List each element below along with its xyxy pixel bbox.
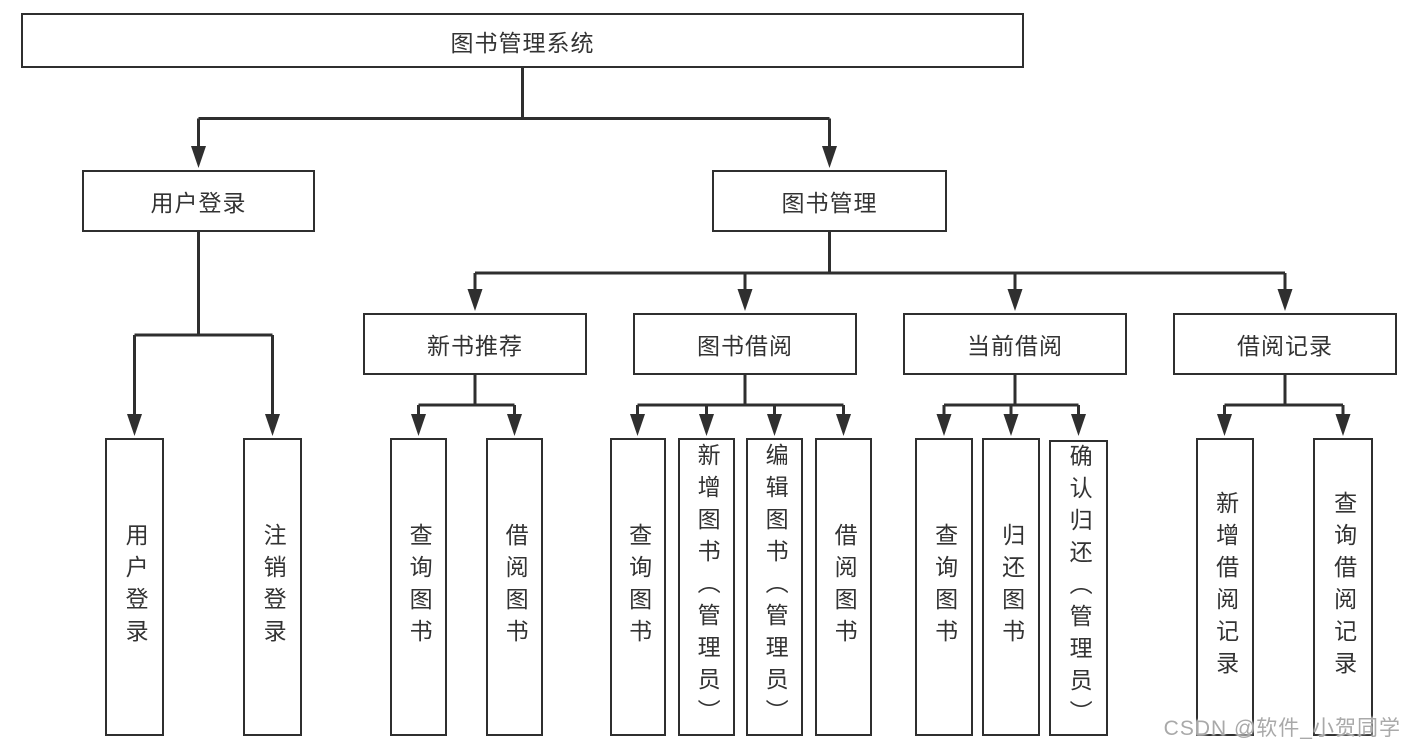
leaf-br-add-record-label: 新增借阅记录 [1212, 491, 1239, 683]
leaf-bb-edit-books-admin-label: 编辑图书（管理员） [762, 443, 789, 731]
node-user-login: 用户登录 [82, 170, 315, 232]
leaf-cb-query-books-label: 查询图书 [931, 523, 958, 651]
node-new-book-recommend-label: 新书推荐 [427, 333, 523, 359]
leaf-br-add-record: 新增借阅记录 [1196, 438, 1254, 736]
node-root-label: 图书管理系统 [450, 29, 595, 56]
leaf-cb-query-books: 查询图书 [915, 438, 973, 736]
node-book-management: 图书管理 [712, 170, 947, 232]
leaf-user-login: 用户登录 [105, 438, 164, 736]
leaf-nbr-borrow-books-label: 借阅图书 [502, 523, 529, 651]
leaf-bb-borrow-books-label: 借阅图书 [831, 523, 858, 651]
leaf-cb-return-books-label: 归还图书 [998, 523, 1025, 651]
leaf-br-query-record-label: 查询借阅记录 [1330, 491, 1357, 683]
node-book-management-label: 图书管理 [781, 190, 878, 216]
node-current-borrowing: 当前借阅 [903, 313, 1127, 375]
node-borrowing-records-label: 借阅记录 [1237, 333, 1333, 359]
leaf-bb-edit-books-admin: 编辑图书（管理员） [746, 438, 803, 736]
leaf-nbr-query-books-label: 查询图书 [406, 523, 433, 651]
watermark: CSDN @软件_小贺同学 [1163, 717, 1401, 740]
node-book-borrowing-label: 图书借阅 [697, 333, 793, 359]
leaf-cb-confirm-return-admin: 确认归还（管理员） [1049, 440, 1108, 736]
leaf-bb-add-books-admin: 新增图书（管理员） [678, 438, 735, 736]
arrowhead-icons [127, 146, 1351, 436]
leaf-user-login-label: 用户登录 [122, 523, 149, 651]
leaf-bb-borrow-books: 借阅图书 [815, 438, 872, 736]
node-current-borrowing-label: 当前借阅 [967, 333, 1063, 359]
leaf-bb-query-books: 查询图书 [610, 438, 666, 736]
leaf-cb-return-books: 归还图书 [982, 438, 1040, 736]
leaf-bb-add-books-admin-label: 新增图书（管理员） [694, 443, 721, 731]
node-new-book-recommend: 新书推荐 [363, 313, 587, 375]
leaf-cb-confirm-return-admin-label: 确认归还（管理员） [1066, 444, 1093, 732]
leaf-logout: 注销登录 [243, 438, 302, 736]
leaf-nbr-borrow-books: 借阅图书 [486, 438, 543, 736]
leaf-logout-label: 注销登录 [260, 523, 287, 651]
leaf-bb-query-books-label: 查询图书 [625, 523, 652, 651]
leaf-br-query-record: 查询借阅记录 [1313, 438, 1373, 736]
node-borrowing-records: 借阅记录 [1173, 313, 1397, 375]
node-root: 图书管理系统 [21, 13, 1024, 68]
node-book-borrowing: 图书借阅 [633, 313, 857, 375]
node-user-login-label: 用户登录 [150, 190, 247, 216]
leaf-nbr-query-books: 查询图书 [390, 438, 447, 736]
